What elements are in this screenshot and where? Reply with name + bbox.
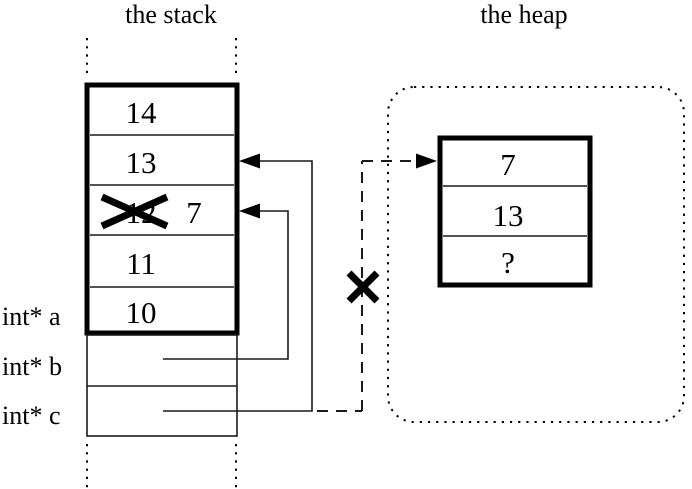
stack-cell-dividers xyxy=(90,134,234,288)
heap-cell-dividers xyxy=(443,185,587,237)
arrowhead-left-icon xyxy=(239,203,260,219)
heap-title: the heap xyxy=(480,0,567,29)
heap-cell-value: 7 xyxy=(500,147,516,182)
dangling-heap-arrow xyxy=(317,153,437,412)
pointer-c-wire xyxy=(163,160,313,412)
invalid-pointer-x-icon xyxy=(346,270,380,304)
heap-region-outline xyxy=(387,86,685,423)
x-stroke xyxy=(346,270,380,304)
pointer-c-arrow xyxy=(163,153,313,412)
heap-frame xyxy=(437,135,593,288)
stack-cell-value: 13 xyxy=(126,145,157,180)
heap-cell-value: ? xyxy=(501,245,515,280)
cross-out-x-icon xyxy=(100,193,169,230)
stack-dotted-guides xyxy=(86,38,237,488)
stack-cell-value: 10 xyxy=(126,295,157,330)
x-stroke xyxy=(100,193,169,230)
pointer-label-c: int* c xyxy=(2,401,61,430)
arrowhead-left-icon xyxy=(239,153,260,169)
pointer-label-b: int* b xyxy=(2,352,62,381)
pointer-b-wire xyxy=(163,210,289,360)
stack-new-value: 7 xyxy=(186,195,202,230)
stack-frame xyxy=(84,82,240,336)
pointer-label-a: int* a xyxy=(2,302,61,331)
heap-cell-value: 13 xyxy=(493,198,524,233)
stack-title: the stack xyxy=(125,0,217,29)
stack-cell-value: 11 xyxy=(126,246,156,281)
arrowhead-right-icon xyxy=(416,153,437,169)
stack-cell-value: 14 xyxy=(126,95,158,130)
pointer-b-arrow xyxy=(163,203,289,360)
